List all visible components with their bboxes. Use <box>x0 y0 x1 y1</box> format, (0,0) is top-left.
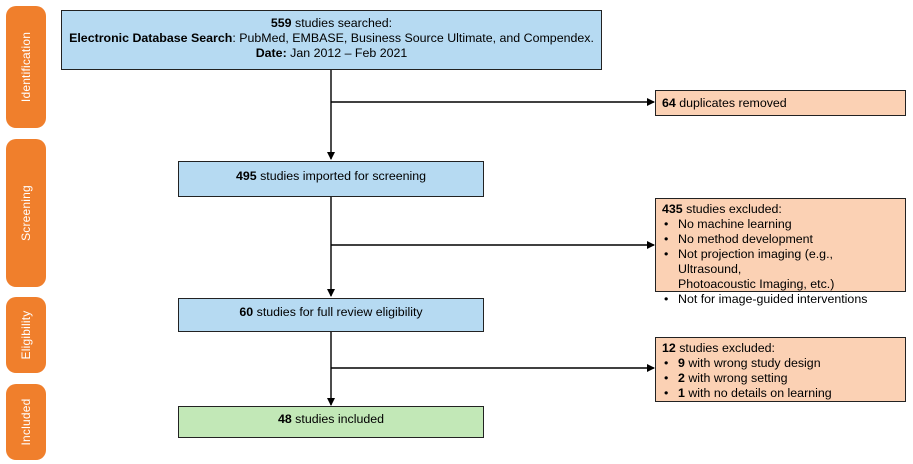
list-item: 2 with wrong setting <box>662 371 899 386</box>
included-text: studies included <box>291 412 385 426</box>
screening-count: 495 <box>235 169 257 183</box>
duplicates-count: 64 <box>662 96 676 110</box>
search-db-text: : PubMed, EMBASE, Business Source Ultima… <box>232 31 594 45</box>
list-item: Not for image-guided interventions <box>662 292 899 307</box>
elig-excluded-list: 9 with wrong study design 2 with wrong s… <box>662 356 899 401</box>
stage-eligibility: Eligibility <box>6 297 46 373</box>
list-item-continuation: Photoacoustic Imaging, etc.) <box>678 277 835 291</box>
list-item-count: 9 <box>678 356 685 370</box>
list-item-text: with wrong setting <box>684 371 788 385</box>
duplicates-text: duplicates removed <box>675 96 787 110</box>
screening-text: studies imported for screening <box>256 169 427 183</box>
list-item: Not projection imaging (e.g., Ultrasound… <box>662 247 899 277</box>
screen-excluded-count: 435 <box>662 202 683 216</box>
screen-excluded-header: 435 studies excluded: <box>662 202 899 217</box>
screen-excluded-list: No machine learning No method developmen… <box>662 217 899 307</box>
stage-identification: Identification <box>6 6 46 128</box>
stage-included: Included <box>6 384 46 460</box>
eligibility-box: 60 studies for full review eligibility <box>178 298 484 332</box>
search-box: 559 studies searched: Electronic Databas… <box>61 10 602 70</box>
list-item: 9 with wrong study design <box>662 356 899 371</box>
list-item: No method development <box>662 232 899 247</box>
screen-excluded-box: 435 studies excluded: No machine learnin… <box>655 198 906 307</box>
search-date-label: Date: <box>255 46 287 60</box>
included-box: 48 studies included <box>178 406 484 438</box>
screen-excluded-text: studies excluded: <box>682 202 782 216</box>
list-item-count: 2 <box>678 371 685 385</box>
list-item-text: with wrong study design <box>684 356 821 370</box>
search-count-line: 559 studies searched: <box>62 16 601 31</box>
search-db-line: Electronic Database Search: PubMed, EMBA… <box>62 31 601 46</box>
search-count-suffix: studies searched: <box>291 16 393 30</box>
duplicates-box: 64 duplicates removed <box>655 90 906 116</box>
list-item-text: with no details on learning <box>684 386 832 400</box>
included-count: 48 <box>277 412 292 426</box>
list-item-count: 1 <box>678 386 685 400</box>
elig-excluded-box: 12 studies excluded: 9 with wrong study … <box>655 337 906 402</box>
search-db-label: Electronic Database Search <box>69 31 233 45</box>
eligibility-text: studies for full review eligibility <box>253 305 423 319</box>
elig-excluded-text: studies excluded: <box>675 341 775 355</box>
screening-box: 495 studies imported for screening <box>178 161 484 197</box>
search-count: 559 <box>270 16 292 30</box>
elig-excluded-header: 12 studies excluded: <box>662 341 899 356</box>
eligibility-count: 60 <box>239 305 254 319</box>
list-item: No machine learning <box>662 217 899 232</box>
search-date-text: Jan 2012 – Feb 2021 <box>286 46 408 60</box>
list-item: 1 with no details on learning <box>662 386 899 401</box>
stage-screening: Screening <box>6 139 46 287</box>
elig-excluded-count: 12 <box>662 341 676 355</box>
search-date-line: Date: Jan 2012 – Feb 2021 <box>62 46 601 61</box>
